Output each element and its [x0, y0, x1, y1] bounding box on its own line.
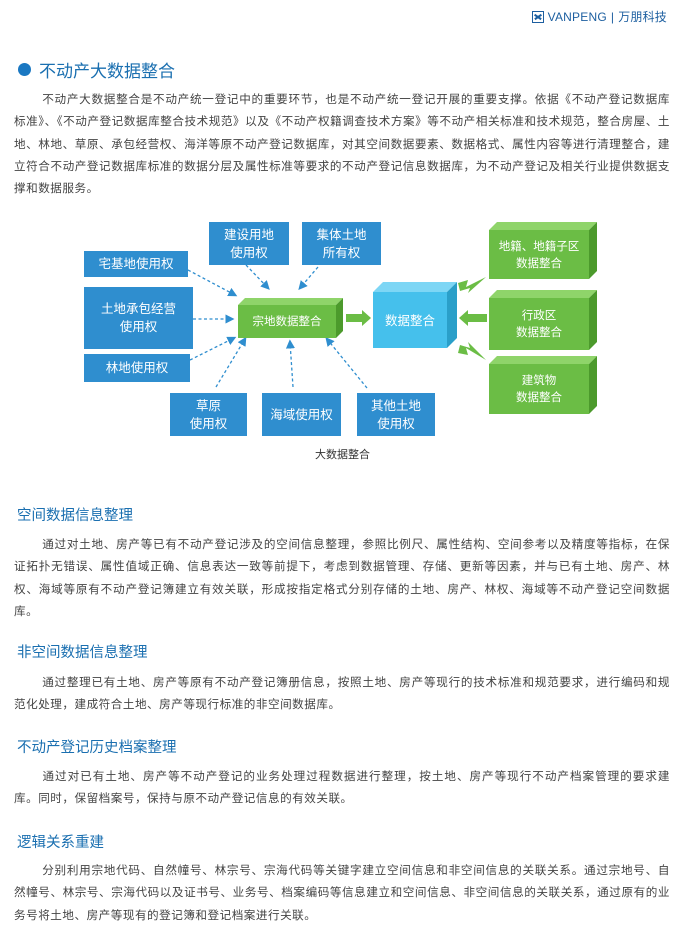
box-lindi: 林地使用权	[84, 354, 190, 382]
brand-logo: VANPENG | 万朋科技	[531, 8, 667, 25]
brand-divider: |	[610, 9, 615, 24]
box-qita: 其他土地 使用权	[357, 393, 435, 436]
intro-text: 不动产大数据整合是不动产统一登记中的重要环节，也是不动产统一登记开展的重要支撑。…	[14, 92, 670, 196]
arrow-zhaijidi	[187, 269, 238, 297]
box-haiyu: 海域使用权	[262, 393, 341, 436]
arrow-haiyu	[285, 339, 295, 388]
cube-target: 数据整合	[373, 282, 457, 348]
diagram-arrows	[187, 264, 487, 389]
section-title-text: 不动产大数据整合	[39, 62, 175, 82]
paragraph-spatial: 通过对土地、房产等已有不动产登记涉及的空间信息整理，参照比例尺、属性结构、空间参…	[14, 533, 670, 622]
cube-xingzheng-label: 行政区 数据整合	[516, 308, 562, 339]
arrow-qita	[325, 336, 368, 389]
arrow-lindi	[189, 336, 237, 361]
cube-diji: 地籍、地籍子区 数据整合	[489, 222, 597, 279]
paragraph-archive: 通过对已有土地、房产等不动产登记的业务处理过程数据进行整理，按土地、房产等现行不…	[14, 765, 670, 810]
cube-jianzhu-label: 建筑物 数据整合	[516, 373, 562, 404]
brand-name: VANPENG	[547, 9, 607, 24]
brand-cn: 万朋科技	[618, 10, 667, 24]
arrow-from-jianzhu	[458, 342, 486, 360]
vanpeng-logo-icon	[531, 10, 544, 23]
heading-logic: 逻辑关系重建	[17, 835, 104, 851]
integration-diagram: 宅基地使用权 土地承包经营 使用权 林地使用权 建设用地 使用权 集体土地 所有…	[0, 215, 685, 465]
heading-spatial: 空间数据信息整理	[17, 508, 133, 524]
arrow-from-diji	[458, 277, 486, 293]
section-title: 不动产大数据整合	[18, 57, 175, 82]
paragraph-archive-text: 通过对已有土地、房产等不动产登记的业务处理过程数据进行整理，按土地、房产等现行不…	[14, 769, 670, 806]
cube-zongdi: 宗地数据整合	[238, 298, 346, 338]
box-jiti: 集体土地 所有权	[302, 222, 381, 265]
paragraph-logic: 分别利用宗地代码、自然幢号、林宗号、宗海代码等关键字建立空间信息和非空间信息的关…	[14, 859, 670, 926]
arrow-jiti	[298, 266, 319, 290]
cube-target-label: 数据整合	[384, 312, 435, 328]
cube-zongdi-label: 宗地数据整合	[252, 314, 322, 328]
arrow-jianshe	[245, 264, 270, 290]
cube-xingzheng: 行政区 数据整合	[489, 290, 597, 350]
bullet-dot-icon	[18, 63, 31, 76]
paragraph-nonspatial: 通过整理已有土地、房产等原有不动产登记簿册信息，按照土地、房产等现行的技术标准和…	[14, 671, 670, 716]
heading-archive: 不动产登记历史档案整理	[17, 740, 177, 756]
arrow-caoyuan	[215, 336, 247, 388]
intro-paragraph: 不动产大数据整合是不动产统一登记中的重要环节，也是不动产统一登记开展的重要支撑。…	[14, 88, 670, 199]
box-caoyuan: 草原 使用权	[170, 393, 247, 436]
paragraph-nonspatial-text: 通过整理已有土地、房产等原有不动产登记簿册信息，按照土地、房产等现行的技术标准和…	[14, 675, 670, 712]
heading-nonspatial: 非空间数据信息整理	[17, 645, 148, 661]
cube-jianzhu: 建筑物 数据整合	[489, 356, 597, 414]
box-zhaijidi: 宅基地使用权	[84, 251, 188, 277]
arrow-from-xingzheng	[459, 310, 487, 326]
diagram-caption: 大数据整合	[315, 448, 370, 461]
paragraph-spatial-text: 通过对土地、房产等已有不动产登记涉及的空间信息整理，参照比例尺、属性结构、空间参…	[14, 537, 670, 618]
box-jianshe: 建设用地 使用权	[209, 222, 289, 265]
arrow-to-target	[346, 310, 371, 326]
paragraph-logic-text: 分别利用宗地代码、自然幢号、林宗号、宗海代码等关键字建立空间信息和非空间信息的关…	[14, 863, 670, 922]
box-chengbao: 土地承包经营 使用权	[84, 287, 193, 349]
cube-diji-label: 地籍、地籍子区 数据整合	[498, 238, 580, 270]
